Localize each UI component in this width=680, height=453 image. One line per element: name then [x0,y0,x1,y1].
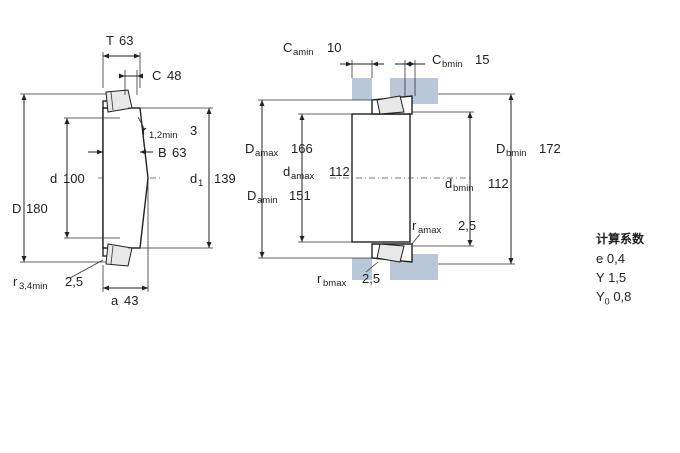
factor-Y0-value: 0,8 [613,289,632,304]
factor-Y0-subscript: 0 [604,296,610,307]
d1-symbol: d [190,171,197,186]
roller-right-bottom [376,243,405,263]
Dbmin-subscript: bmin [506,148,527,159]
factor-e-symbol: e [596,251,604,266]
C-value: 48 [167,68,181,83]
B-value: 63 [172,145,186,160]
rbmax-subscript: bmax [323,278,346,289]
damax-subscript: amax [291,171,314,182]
Damin-symbol: D [247,188,256,203]
dim-Camin: C amin 10 [283,40,384,78]
Cbmin-value: 15 [475,52,489,67]
d-symbol: d [50,171,57,186]
factor-Y0: Y0 0,8 [596,287,676,312]
r34-value: 2,5 [65,274,83,289]
Damin-subscript: amin [257,195,278,206]
roller-top [105,89,133,113]
dim-D: D 180 [12,93,106,263]
factor-Y: Y 1,5 [596,268,676,287]
r12-symbol: r [142,123,147,138]
D-symbol: D [12,201,21,216]
Damax-symbol: D [245,141,254,156]
dbmin-subscript: bmin [453,183,474,194]
C-symbol: C [152,68,161,83]
Camin-symbol: C [283,40,292,55]
dim-Dbmin: D bmin 172 [438,93,561,265]
rbmax-value: 2,5 [362,271,380,286]
damax-value: 112 [329,164,350,179]
housing-abutment-bottom [352,258,372,280]
r34-symbol: r [13,274,18,289]
factor-Y-value: 1,5 [608,270,627,285]
Dbmin-symbol: D [496,141,505,156]
dim-dbmin: d bmin 112 [412,111,509,247]
d1-value: 139 [214,171,236,186]
Dbmin-value: 172 [539,141,561,156]
T-symbol: T [106,33,114,48]
a-value: 43 [124,293,138,308]
calculation-factors-panel: 计算系数 e 0,4 Y 1,5 Y0 0,8 [596,230,676,312]
ramax-value: 2,5 [458,218,476,233]
roller-right-top [376,95,405,115]
bearing-section [98,89,160,267]
dim-rbmax: r bmax 2,5 [317,261,380,289]
B-symbol: B [158,145,167,160]
factor-e: e 0,4 [596,249,676,268]
Cbmin-symbol: C [432,52,441,67]
dim-d: d 100 [50,117,103,239]
roller-bottom [105,243,133,267]
dim-C: C 48 [119,68,181,95]
dim-Cbmin: C bmin 15 [395,52,489,96]
dim-damax: d amax 112 [283,113,352,243]
dbmin-value: 112 [488,176,509,191]
Damax-subscript: amax [255,148,278,159]
r12-subscript: 1,2min [149,130,178,141]
dim-d1: d 1 139 [128,107,236,249]
dim-B: B 63 [88,145,186,160]
Camin-value: 10 [327,40,341,55]
a-symbol: a [111,293,119,308]
dim-a: a 43 [102,180,149,308]
T-value: 63 [119,33,133,48]
dim-ramax: r amax 2,5 [411,218,476,245]
ramax-symbol: r [412,218,417,233]
dim-T: T 63 [102,33,141,88]
calc-factors-title: 计算系数 [596,232,645,246]
factor-Y-symbol: Y [596,270,605,285]
dbmin-symbol: d [445,176,452,191]
D-value: 180 [26,201,48,216]
Damin-value: 151 [289,188,311,203]
dim-r12: r 1,2min 3 [137,116,197,141]
housing-abutment-top [352,78,372,100]
abutment-section [330,78,470,280]
d-value: 100 [63,171,85,186]
dim-r34: r 3,4min 2,5 [13,259,104,292]
r34-subscript: 3,4min [19,281,48,292]
Camin-subscript: amin [293,47,314,58]
factor-e-value: 0,4 [606,251,625,266]
d1-subscript: 1 [198,178,203,189]
ramax-subscript: amax [418,225,441,236]
dim-Damin: D amin 151 [247,188,311,206]
r12-value: 3 [190,123,197,138]
Cbmin-subscript: bmin [442,59,463,70]
rbmax-symbol: r [317,271,322,286]
damax-symbol: d [283,164,290,179]
factor-Y0-symbol: Y [596,289,605,304]
